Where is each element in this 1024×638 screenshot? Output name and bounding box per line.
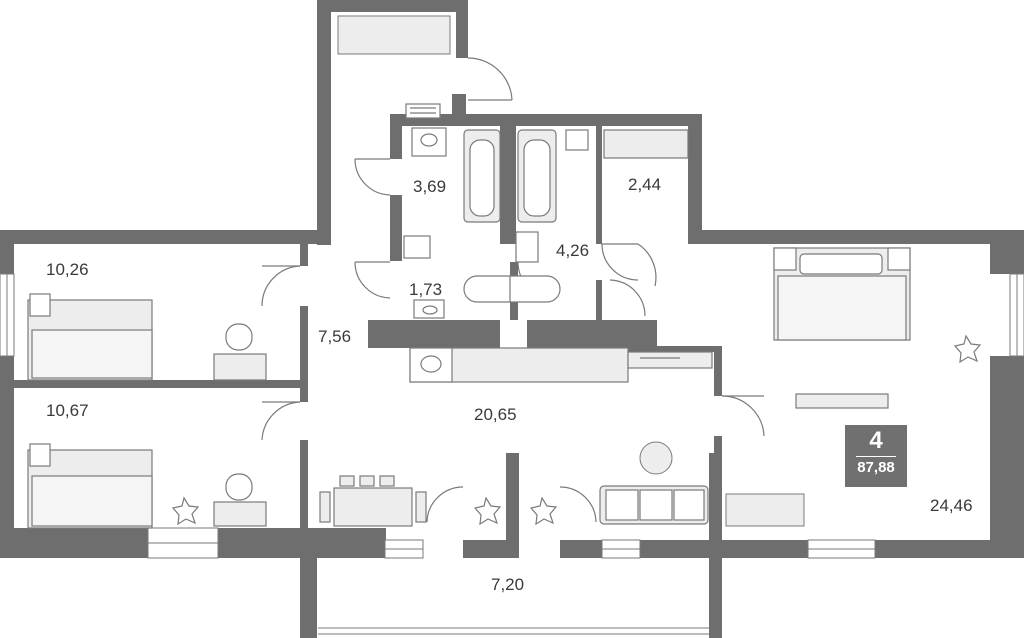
windows xyxy=(0,273,1024,635)
double-bed xyxy=(773,247,911,409)
area-toilet: 1,73 xyxy=(409,280,443,299)
area-storage: 2,44 xyxy=(628,175,662,194)
room-count: 4 xyxy=(869,427,883,454)
area-corridor: 7,56 xyxy=(318,327,352,346)
dining-set xyxy=(319,475,427,527)
total-area: 87,88 xyxy=(857,459,895,476)
single-beds xyxy=(27,293,267,529)
bath-fixtures xyxy=(403,103,689,319)
area-bathroom-right: 4,26 xyxy=(556,241,590,260)
area-bathroom-left: 3,69 xyxy=(413,177,447,196)
area-living-kitchen: 20,65 xyxy=(474,405,517,424)
area-master-bedroom: 24,46 xyxy=(930,496,973,515)
sofa xyxy=(599,485,709,525)
round-table xyxy=(639,441,673,475)
door-swings xyxy=(261,57,765,523)
stair-box xyxy=(337,15,451,55)
badge-divider xyxy=(856,456,896,457)
area-balcony: 7,20 xyxy=(491,575,525,594)
apartment-badge: 4 87,88 xyxy=(845,425,907,487)
area-bedroom-top-left: 10,26 xyxy=(46,260,89,279)
tv-stand xyxy=(725,493,805,527)
kitchen-counter xyxy=(409,347,713,383)
plant-icons xyxy=(171,334,982,526)
area-bedroom-bottom-left: 10,67 xyxy=(46,401,89,420)
